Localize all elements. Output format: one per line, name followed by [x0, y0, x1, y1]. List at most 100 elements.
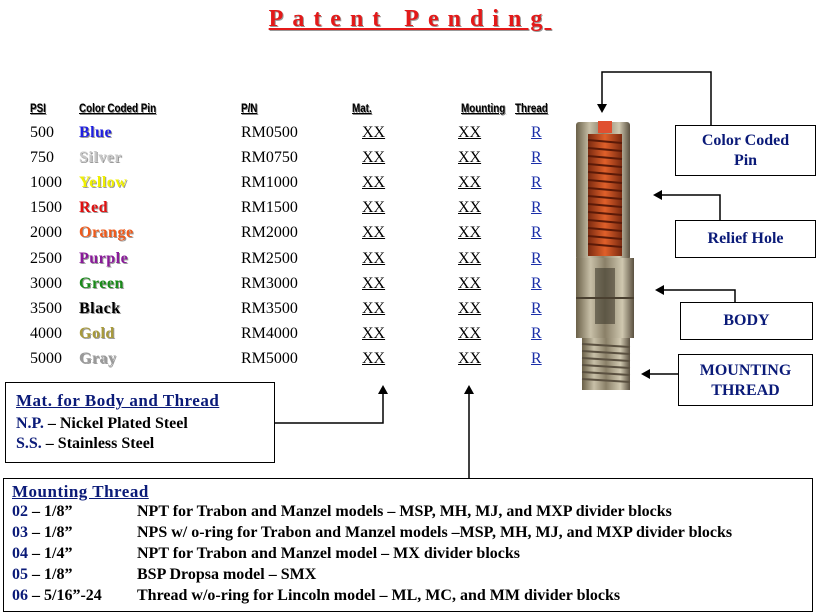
mounting-thread-code: 05 – 1/8” — [12, 566, 72, 584]
header-pn: P/N — [241, 101, 258, 115]
mounting-thread-size: – 1/8” — [32, 524, 73, 541]
callout-body-label: BODY — [723, 312, 770, 329]
thread-link[interactable]: R — [531, 124, 542, 141]
psi-value: 3000 — [30, 274, 62, 292]
part-number: RM0750 — [241, 149, 298, 167]
thread-link[interactable]: R — [531, 299, 542, 317]
callout-color-coded-pin: Color Coded Pin — [675, 125, 816, 176]
material-code-placeholder: XX — [362, 224, 386, 242]
header-psi: PSI — [30, 101, 46, 115]
psi-value: 2500 — [30, 249, 62, 267]
psi-value: 4000 — [30, 324, 62, 342]
pin-color-name: Blue — [79, 124, 113, 141]
material-desc: – Stainless Steel — [45, 435, 155, 452]
thread-link[interactable]: R — [531, 199, 542, 217]
psi-value: 2000 — [30, 224, 62, 242]
psi-value: 750 — [30, 149, 54, 167]
part-number: RM1500 — [241, 199, 298, 217]
mounting-thread-code: 06 – 5/16”-24 — [12, 587, 102, 605]
thread-link[interactable]: R — [531, 324, 542, 342]
pin-color-name: Yellow — [79, 174, 128, 192]
material-legend-title: Mat. for Body and Thread — [16, 391, 220, 410]
mounting-thread-desc: BSP Dropsa model – SMX — [137, 566, 317, 583]
part-number: RM3500 — [241, 299, 298, 317]
thread-link[interactable]: R — [531, 274, 542, 292]
table-row: 500 Blue RM0500 XX XX R — [0, 123, 560, 148]
mounting-thread-desc: Thread w/o-ring for Lincoln model – ML, … — [137, 587, 621, 604]
mounting-thread-item: 04 – 1/4” NPT for Trabon and Manzel model… — [12, 545, 812, 565]
table-row: 5000 Gray RM5000 XX XX R — [0, 349, 560, 374]
material-code-placeholder: XX — [362, 149, 386, 167]
mounting-code-placeholder: XX — [458, 349, 482, 367]
callout-body: BODY — [680, 302, 813, 340]
mounting-thread-item: 05 – 1/8” BSP Dropsa model – SMX — [12, 566, 812, 586]
thread-link[interactable]: R — [531, 349, 542, 367]
psi-value: 1500 — [30, 199, 62, 217]
header-mounting: Mounting — [461, 101, 506, 115]
mounting-code-placeholder: XX — [458, 124, 482, 141]
part-number: RM0500 — [241, 124, 298, 141]
material-code-placeholder: XX — [362, 349, 386, 367]
pin-color-name: Purple — [79, 249, 129, 267]
header-thread: Thread — [515, 101, 548, 115]
mounting-thread-size: – 5/16”-24 — [32, 587, 102, 604]
mounting-thread-legend-title: Mounting Thread — [12, 482, 149, 501]
material-item: S.S. – Stainless Steel — [16, 435, 154, 453]
mounting-thread-number: 04 — [12, 545, 28, 562]
mounting-thread-size: – 1/8” — [32, 566, 73, 583]
pin-color-name: Black — [79, 299, 121, 317]
pin-color-name: Green — [79, 274, 124, 292]
pin-color-name: Gray — [79, 349, 117, 367]
part-number: RM2000 — [241, 224, 298, 242]
mounting-code-placeholder: XX — [458, 274, 482, 292]
mounting-thread-number: 06 — [12, 587, 28, 604]
material-code-placeholder: XX — [362, 324, 386, 342]
material-code-placeholder: XX — [362, 124, 386, 141]
part-number: RM1000 — [241, 174, 298, 192]
mounting-code-placeholder: XX — [458, 199, 482, 217]
mounting-thread-size: – 1/8” — [32, 503, 73, 520]
mounting-thread-desc: NPT for Trabon and Manzel model – MX div… — [137, 545, 520, 562]
table-row: 4000 Gold RM4000 XX XX R — [0, 324, 560, 349]
part-number: RM5000 — [241, 349, 298, 367]
mounting-thread-number: 03 — [12, 524, 28, 541]
page-title: Patent Pending — [268, 6, 552, 32]
thread-link[interactable]: R — [531, 174, 542, 192]
pin-color-name: Gold — [79, 324, 115, 342]
callout-color-coded-pin-label: Color Coded Pin — [701, 132, 790, 169]
material-code-placeholder: XX — [362, 174, 386, 192]
mounting-thread-number: 02 — [12, 503, 28, 520]
mounting-code-placeholder: XX — [458, 324, 482, 342]
mounting-thread-desc: NPT for Trabon and Manzel models – MSP, … — [137, 503, 672, 520]
table-row: 1000 Yellow RM1000 XX XX R — [0, 173, 560, 198]
mounting-thread-number: 05 — [12, 566, 28, 583]
thread-link[interactable]: R — [531, 149, 542, 167]
material-code-placeholder: XX — [362, 199, 386, 217]
callout-relief-hole: Relief Hole — [675, 220, 816, 258]
mounting-thread-code: 03 – 1/8” — [12, 524, 72, 542]
callout-mounting-thread-label: MOUNTING THREAD — [699, 362, 792, 399]
thread-link[interactable]: R — [531, 249, 542, 267]
thread-link[interactable]: R — [531, 224, 542, 242]
callout-relief-hole-label: Relief Hole — [707, 230, 784, 247]
psi-value: 5000 — [30, 349, 62, 367]
mounting-thread-item: 03 – 1/8”NPS w/ o-ring for Trabon and Ma… — [12, 524, 812, 544]
part-number: RM4000 — [241, 324, 298, 342]
part-number: RM2500 — [241, 249, 298, 267]
mounting-code-placeholder: XX — [458, 174, 482, 192]
header-mat: Mat. — [352, 101, 372, 115]
psi-value: 1000 — [30, 174, 62, 192]
mounting-code-placeholder: XX — [458, 224, 482, 242]
psi-value: 500 — [30, 124, 54, 141]
mounting-thread-code: 04 – 1/4” — [12, 545, 72, 563]
material-desc: – Nickel Plated Steel — [47, 415, 188, 432]
material-item: N.P. – Nickel Plated Steel — [16, 415, 188, 433]
mounting-thread-legend-box: Mounting Thread 02 – 1/8” NPT for Trabon … — [3, 478, 813, 612]
material-code: N.P. — [16, 415, 44, 432]
material-code: S.S. — [16, 435, 42, 452]
